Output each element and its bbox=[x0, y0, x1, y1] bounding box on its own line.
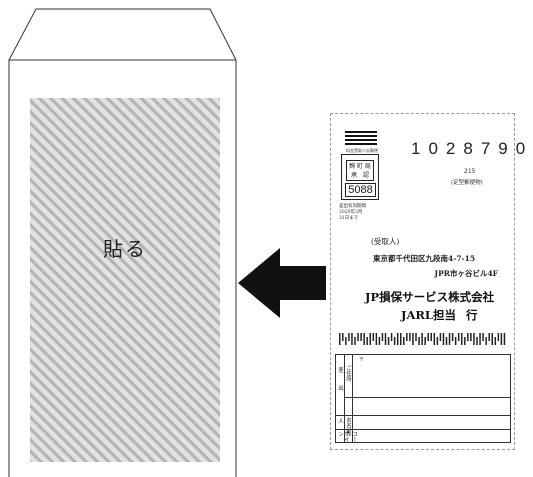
sender-table: 差 出 人 ご住所 〒 お名前 サイン コール bbox=[335, 354, 511, 443]
return-postcard: 料金受取人払郵便 麹 町 局 承 認 5088 差出有効期間 2020年3月 3… bbox=[330, 113, 525, 450]
validity-line1: 差出有効期間 bbox=[339, 204, 366, 209]
validity-line3: 31日まで bbox=[339, 216, 359, 221]
address-line-1: 東京都千代田区九段南4-7-15 bbox=[373, 254, 476, 263]
envelope: 貼る bbox=[0, 0, 260, 477]
sender-side-label-2: 出 bbox=[337, 385, 343, 391]
recipient-label: (受取人) bbox=[371, 237, 400, 246]
permit-office: 麹 町 局 承 認 bbox=[346, 160, 374, 181]
permit-number: 5088 bbox=[345, 183, 376, 197]
call-label: コール bbox=[345, 431, 357, 442]
permit-header: 料金受取人払郵便 bbox=[346, 148, 378, 153]
name-label: お名前 bbox=[345, 417, 351, 434]
customer-barcode bbox=[339, 333, 506, 345]
postal-code: 1028790 bbox=[411, 139, 533, 158]
company-name: JP損保サービス株式会社 bbox=[365, 290, 495, 304]
left-arrow-icon bbox=[238, 248, 328, 318]
paste-label: 貼る bbox=[103, 237, 147, 261]
sort-code: 215 bbox=[464, 168, 476, 175]
sender-side-label-3: 人 bbox=[337, 418, 343, 424]
postal-mark: 〒 bbox=[359, 357, 365, 363]
validity-line2: 2020年3月 bbox=[339, 210, 363, 215]
honorific: 行 bbox=[466, 308, 478, 322]
permit-office-line2: 承 認 bbox=[350, 172, 369, 179]
address-line-2: JPR市ヶ谷ビル4F bbox=[434, 269, 498, 278]
department-line: JARL担当行 bbox=[401, 307, 478, 323]
validity-period: 差出有効期間 2020年3月 31日まで bbox=[339, 204, 383, 222]
department-name: JARL担当 bbox=[401, 308, 457, 322]
postage-bars bbox=[345, 131, 377, 147]
permit-office-line1: 麹 町 局 bbox=[349, 163, 371, 170]
postage-permit-box: 麹 町 局 承 認 5088 bbox=[341, 154, 379, 200]
envelope-drawing bbox=[8, 8, 237, 477]
address-label: ご住所 bbox=[345, 365, 351, 382]
sign-label: サイン bbox=[337, 431, 349, 442]
mail-type: (定型郵便物) bbox=[451, 180, 483, 186]
paste-area bbox=[30, 98, 220, 462]
sender-side-label-1: 差 bbox=[337, 367, 343, 373]
